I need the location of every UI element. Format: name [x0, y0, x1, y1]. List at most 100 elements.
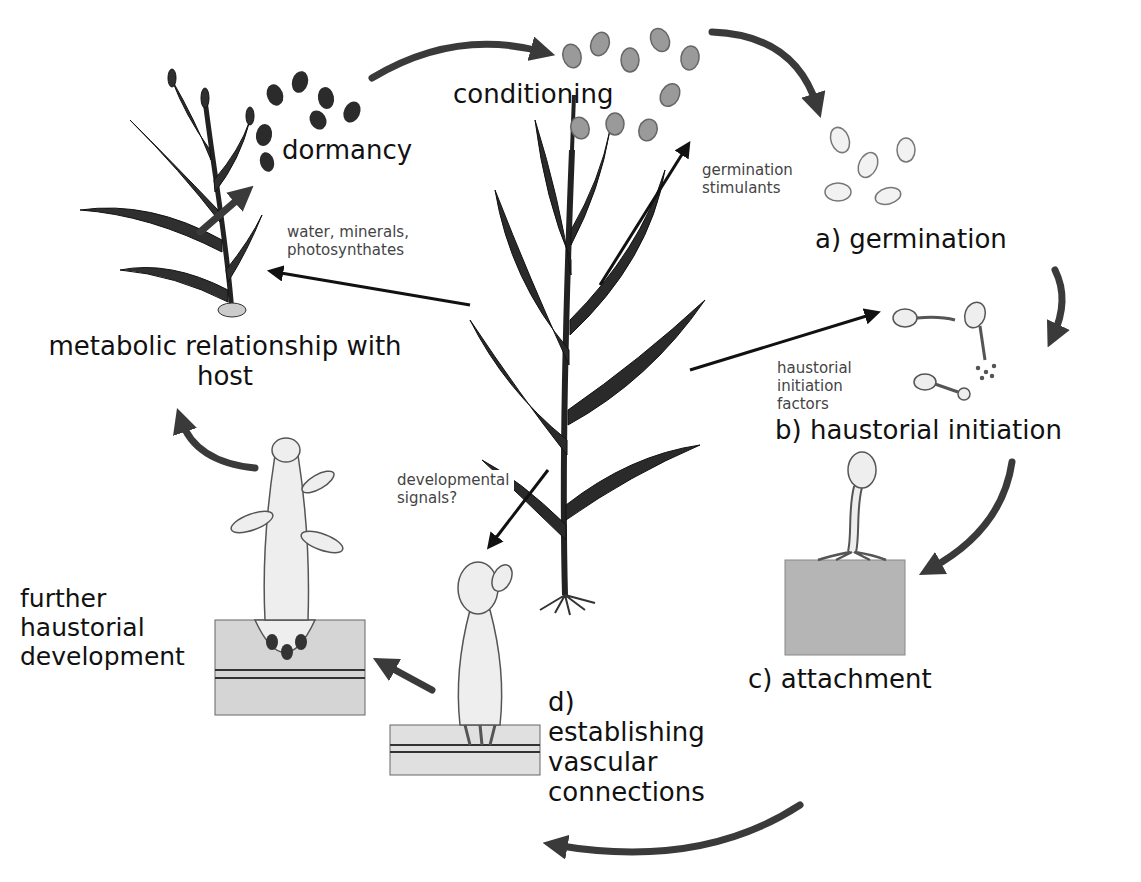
haustorium-figure: [215, 620, 365, 715]
dormant-seeds: [316, 86, 336, 110]
attachment-figure: [785, 560, 905, 655]
germinating-seeds: [873, 185, 902, 207]
haustorium-figure: [229, 507, 276, 537]
stage-label: a) germination: [815, 225, 1007, 255]
cycle-arrow: [555, 805, 800, 852]
conditioned-seeds: [636, 117, 660, 144]
germinating-seeds: [827, 125, 853, 156]
haustorium-seedlings: [991, 375, 994, 378]
haustorium-seedlings: [985, 371, 988, 374]
attachment-figure: [852, 487, 858, 552]
germinating-seeds: [897, 138, 915, 162]
parasite-plant: [218, 303, 246, 317]
host-plant: [535, 120, 571, 275]
attachment-figure: [785, 452, 905, 655]
haustorium-seedlings: [977, 367, 980, 370]
vascular-connection-figure: [488, 562, 516, 595]
host-plant: [470, 320, 567, 455]
stage-label: b) haustorial initiation: [775, 416, 1062, 446]
vascular-connection-figure: [458, 610, 501, 725]
cycle-arrow: [712, 32, 817, 106]
haustorium-figure: [272, 438, 300, 462]
haustorium-seedlings: [935, 384, 958, 392]
host-plant: [571, 130, 610, 245]
dormant-seeds: [306, 107, 330, 132]
haustorium-seedlings: [958, 388, 970, 400]
haustorium-seedlings: [893, 299, 996, 400]
signal-arrow: [275, 272, 470, 305]
attachment-figure: [818, 552, 886, 560]
parasite-plant: [172, 80, 211, 160]
parasite-plant: [168, 69, 176, 87]
dormant-seeds: [258, 151, 277, 174]
conditioned-seeds: [587, 30, 612, 59]
stage-label: conditioning: [453, 80, 613, 110]
dormant-seeds: [264, 82, 287, 108]
haustorium-seedlings: [980, 326, 985, 360]
cycle-arrow: [1053, 270, 1062, 336]
haustorium-seedlings: [893, 309, 917, 327]
signal-label: haustorial initiation factors: [775, 358, 874, 414]
host-plant: [570, 170, 665, 335]
conditioned-seeds: [679, 45, 701, 72]
haustorium-seedlings: [917, 317, 955, 320]
cycle-arrow: [200, 194, 244, 232]
haustorium-figure: [295, 634, 307, 650]
signal-label: germination stimulants: [700, 160, 804, 198]
germinating-seeds: [825, 125, 915, 207]
conditioned-seeds: [568, 115, 592, 142]
signal-arrow: [600, 148, 686, 285]
cycle-arrow: [384, 664, 432, 690]
dormant-seeds: [340, 99, 364, 126]
attachment-figure: [852, 487, 858, 552]
cycle-arrow: [181, 420, 255, 468]
germinating-seeds: [825, 183, 851, 201]
conditioned-seeds: [621, 48, 639, 72]
stage-label: dormancy: [282, 136, 412, 166]
parasite-plant: [201, 88, 209, 108]
stage-label: metabolic relationship with host: [20, 332, 430, 392]
conditioned-seeds: [647, 25, 673, 54]
haustorium-figure: [299, 467, 337, 497]
haustorium-seedlings: [981, 377, 984, 380]
haustorium-seedlings: [914, 374, 936, 390]
haustorium-figure: [299, 527, 346, 557]
stage-label: c) attachment: [748, 665, 932, 695]
parasite-plant: [214, 120, 250, 192]
host-plant: [470, 95, 705, 615]
conditioned-seeds: [606, 113, 624, 135]
conditioned-seeds: [560, 42, 584, 70]
parasite-plant: [80, 69, 262, 317]
parasite-plant: [120, 268, 228, 303]
haustorium-figure: [215, 670, 365, 678]
haustorium-seedlings: [961, 299, 989, 330]
haustorium-figure: [281, 644, 293, 660]
vascular-connection-figure: [390, 562, 540, 775]
haustorium-figure: [266, 634, 278, 650]
signal-label: water, minerals, photosynthates: [285, 222, 454, 260]
dormant-seeds: [254, 123, 274, 147]
vascular-connection-figure: [390, 745, 540, 752]
cycle-arrow: [181, 32, 1062, 852]
stage-label: further haustorial development: [20, 585, 200, 671]
attachment-figure: [848, 452, 876, 488]
host-plant: [540, 595, 595, 615]
vascular-connection-figure: [458, 562, 498, 614]
stage-label: d) establishing vascular connections: [548, 688, 723, 808]
vascular-connection-figure: [390, 725, 540, 775]
haustorium-figure: [215, 438, 365, 715]
parasite-plant: [246, 107, 254, 125]
cycle-arrow: [372, 44, 543, 78]
dormant-seeds: [289, 69, 310, 94]
parasite-plant: [226, 215, 262, 282]
parasite-plant: [130, 120, 220, 222]
vascular-connection-figure: [465, 725, 495, 745]
germinating-seeds: [854, 149, 881, 180]
cycle-arrow: [930, 462, 1012, 569]
signal-label: developmental signals?: [395, 470, 514, 508]
host-plant: [566, 445, 700, 520]
haustorium-seedlings: [993, 365, 996, 368]
conditioned-seeds: [656, 80, 684, 110]
host-plant: [568, 300, 705, 425]
